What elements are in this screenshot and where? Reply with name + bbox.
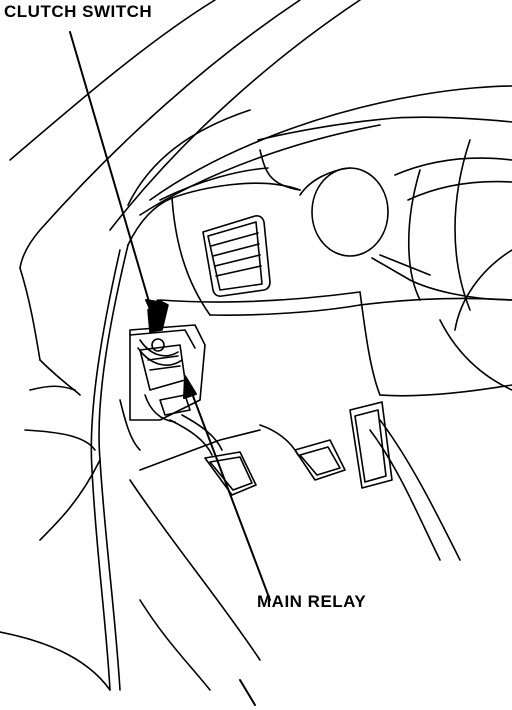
clutch-switch-label: CLUTCH SWITCH xyxy=(4,2,153,21)
main-relay-leader xyxy=(190,388,270,600)
leader-arrows xyxy=(70,32,270,705)
clutch-pedal xyxy=(170,415,256,495)
steering-column xyxy=(300,140,512,390)
dashboard-top xyxy=(140,86,512,215)
clutch-switch-arrowhead xyxy=(146,300,158,322)
a-pillar xyxy=(10,0,360,268)
secondary-leader xyxy=(240,680,255,705)
door-edge xyxy=(0,245,128,690)
clutch-switch-leader xyxy=(70,32,152,312)
main-relay-arrowhead xyxy=(184,376,196,398)
air-vent xyxy=(203,216,270,296)
dashboard-body xyxy=(128,183,512,396)
main-relay-label: MAIN RELAY xyxy=(257,592,367,611)
accelerator-pedal xyxy=(350,402,460,560)
footwell xyxy=(130,430,260,690)
brake-pedal xyxy=(260,425,345,480)
